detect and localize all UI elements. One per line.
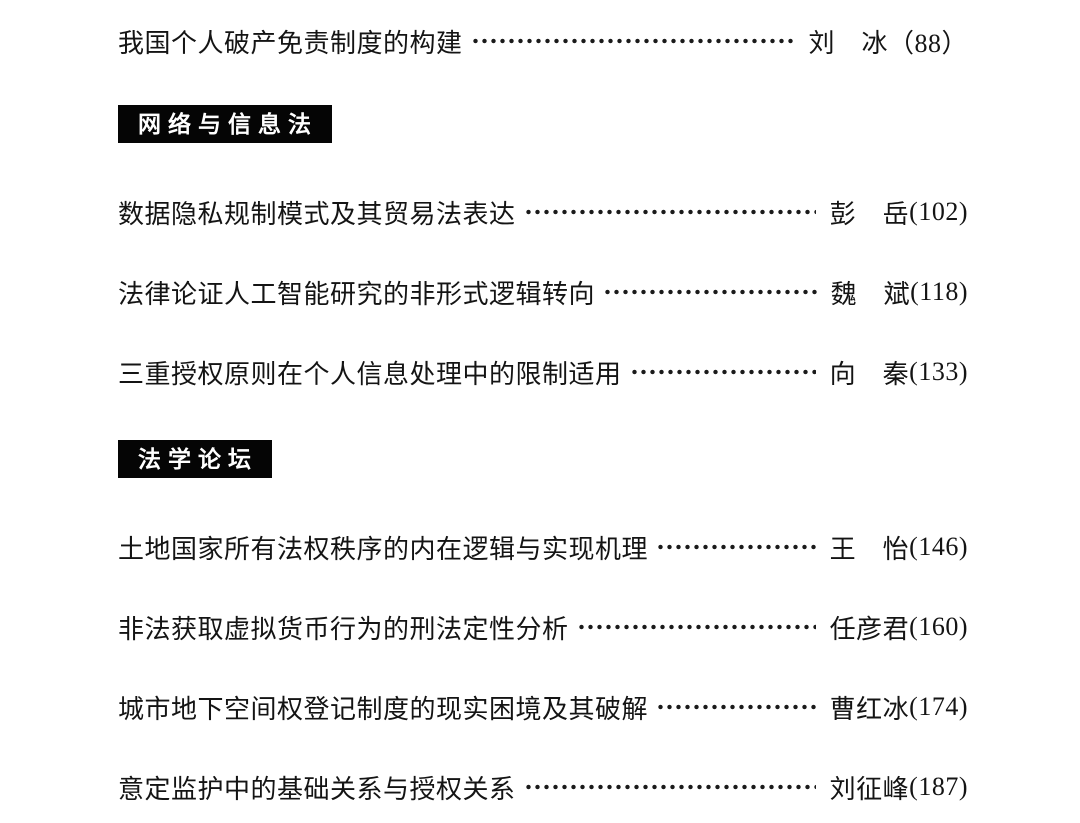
article-page-number: (146) — [909, 532, 968, 561]
dot-leader — [603, 275, 817, 309]
toc-section: 我国个人破产免责制度的构建 刘 冰 （88） — [118, 24, 968, 58]
toc-entry: 意定监护中的基础关系与授权关系 刘征峰 (187) — [118, 770, 968, 804]
article-title: 非法获取虚拟货币行为的刑法定性分析 — [118, 614, 569, 644]
article-title: 数据隐私规制模式及其贸易法表达 — [118, 199, 516, 229]
article-author: 魏 斌 — [830, 279, 911, 309]
article-title: 法律论证人工智能研究的非形式逻辑转向 — [118, 279, 596, 309]
article-title: 土地国家所有法权秩序的内在逻辑与实现机理 — [118, 534, 649, 564]
article-title: 我国个人破产免责制度的构建 — [118, 28, 463, 58]
article-author: 曹红冰 — [829, 694, 910, 724]
dot-leader — [629, 355, 816, 389]
article-title: 城市地下空间权登记制度的现实困境及其破解 — [118, 694, 649, 724]
article-author: 王 怡 — [829, 534, 910, 564]
toc-entry: 土地国家所有法权秩序的内在逻辑与实现机理 王 怡 (146) — [118, 530, 968, 564]
dot-leader — [523, 195, 816, 229]
toc-entry: 城市地下空间权登记制度的现实困境及其破解 曹红冰 (174) — [118, 690, 968, 724]
article-author: 任彦君 — [829, 614, 910, 644]
article-title: 三重授权原则在个人信息处理中的限制适用 — [118, 359, 622, 389]
dot-leader — [470, 24, 795, 58]
section-header-badge: 法学论坛 — [118, 440, 272, 478]
dot-leader — [576, 610, 816, 644]
dot-leader — [523, 770, 816, 804]
article-page-number: (174) — [909, 692, 968, 721]
article-page-number: (187) — [909, 772, 968, 801]
article-title: 意定监护中的基础关系与授权关系 — [118, 774, 516, 804]
article-page-number: (118) — [910, 277, 968, 306]
toc-entry: 非法获取虚拟货币行为的刑法定性分析 任彦君 (160) — [118, 610, 968, 644]
article-author: 刘 冰 — [808, 28, 888, 58]
toc-entry: 法律论证人工智能研究的非形式逻辑转向 魏 斌 (118) — [118, 275, 968, 309]
table-of-contents: 我国个人破产免责制度的构建 刘 冰 （88） 网络与信息法 数据隐私规制模式及其… — [118, 24, 968, 804]
article-page-number: （88） — [887, 28, 968, 58]
dot-leader — [656, 530, 816, 564]
article-page-number: (160) — [909, 612, 968, 641]
article-author: 彭 岳 — [829, 199, 910, 229]
toc-entry: 我国个人破产免责制度的构建 刘 冰 （88） — [118, 24, 968, 58]
toc-entry: 三重授权原则在个人信息处理中的限制适用 向 秦 (133) — [118, 355, 968, 389]
article-page-number: (133) — [909, 357, 968, 386]
article-author: 向 秦 — [829, 359, 910, 389]
toc-section: 法学论坛 土地国家所有法权秩序的内在逻辑与实现机理 王 怡 (146) 非法获取… — [118, 440, 968, 804]
toc-entry: 数据隐私规制模式及其贸易法表达 彭 岳 (102) — [118, 195, 968, 229]
toc-section: 网络与信息法 数据隐私规制模式及其贸易法表达 彭 岳 (102) 法律论证人工智… — [118, 105, 968, 389]
section-header-badge: 网络与信息法 — [118, 105, 332, 143]
dot-leader — [656, 690, 816, 724]
article-author: 刘征峰 — [829, 774, 910, 804]
article-page-number: (102) — [909, 197, 968, 226]
